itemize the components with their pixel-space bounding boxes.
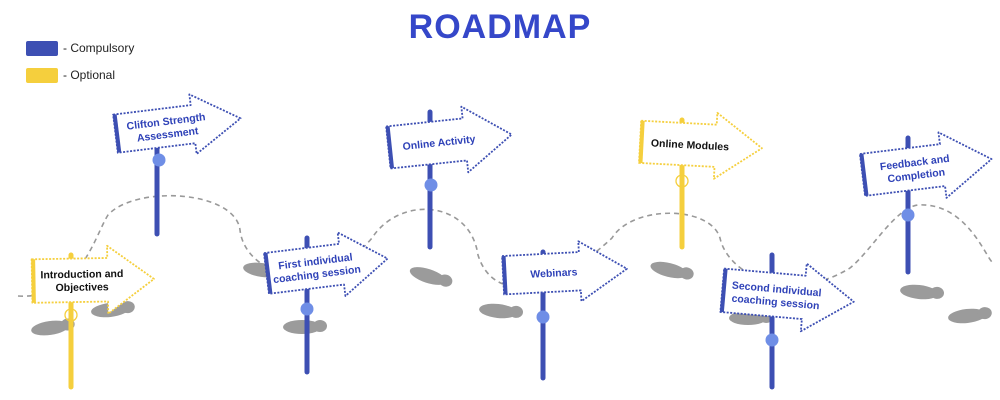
legend-optional: - Optional: [26, 67, 115, 83]
arrow-sign-icon: Introduction andObjectives: [30, 244, 155, 315]
arrow-sign-icon: Online Activity: [385, 105, 513, 174]
legend-swatch-compulsory: [26, 40, 58, 56]
location-pin-icon: [765, 333, 779, 347]
location-pin-icon: [152, 153, 166, 167]
location-pin-icon: [424, 178, 438, 192]
legend-label-optional: - Optional: [63, 68, 116, 82]
legend-compulsory: - Compulsory: [26, 40, 134, 56]
arrow-sign-icon: Webinars: [501, 240, 628, 303]
location-pin-icon: [675, 174, 689, 188]
step-online-activity: Online Activity: [385, 105, 513, 250]
location-pin-icon: [300, 302, 314, 316]
step-label: Online Modules: [651, 137, 730, 153]
step-label: Webinars: [530, 266, 578, 280]
location-pin-icon: [536, 310, 550, 324]
step-label-line: Introduction and: [40, 268, 123, 281]
legend-label-compulsory: - Compulsory: [63, 41, 135, 55]
arrow-sign-icon: Feedback andCompletion: [859, 131, 993, 199]
arrow-sign-icon: Online Modules: [638, 111, 763, 180]
footprint-icon: [409, 267, 453, 287]
dashed-trail: [17, 194, 993, 297]
arrow-sign-icon: Clifton StrengthAssessment: [112, 93, 242, 155]
step-online-modules: Online Modules: [638, 111, 763, 250]
footprint-icon: [900, 284, 944, 300]
location-pin-icon: [901, 208, 915, 222]
step-feedback: Feedback andCompletion: [859, 131, 993, 275]
step-second-coaching: Second individualcoaching session: [719, 252, 855, 390]
step-first-coaching: First individualcoaching session: [263, 231, 389, 375]
arrow-sign-icon: Second individualcoaching session: [719, 262, 855, 333]
step-label-line: Webinars: [530, 266, 578, 280]
step-label-line: Online Modules: [651, 137, 730, 153]
footprint-icon: [283, 320, 327, 334]
footprint-icon: [479, 303, 523, 319]
arrow-sign-icon: First individualcoaching session: [263, 231, 389, 297]
step-label: Introduction andObjectives: [40, 268, 123, 294]
step-label-line: Objectives: [55, 281, 108, 294]
page-title: ROADMAP: [408, 8, 592, 46]
footprint-icon: [650, 261, 694, 280]
step-webinars: Webinars: [501, 240, 628, 381]
step-clifton: Clifton StrengthAssessment: [112, 93, 242, 237]
legend-swatch-optional: [26, 67, 58, 83]
footprint-icon: [948, 307, 992, 324]
step-introduction: Introduction andObjectives: [30, 244, 155, 390]
location-pin-icon: [64, 308, 78, 322]
